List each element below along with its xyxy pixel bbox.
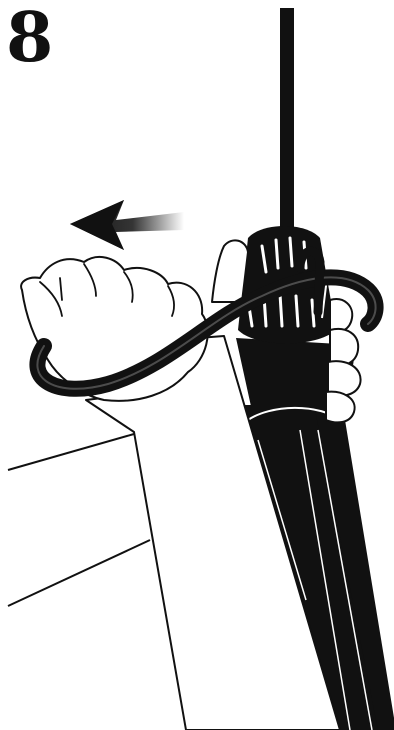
arrow-left-icon [70, 200, 184, 250]
right-thumb [212, 240, 248, 302]
right-fingers [326, 299, 361, 422]
table-surface [8, 434, 150, 606]
vertical-pole [280, 8, 294, 230]
